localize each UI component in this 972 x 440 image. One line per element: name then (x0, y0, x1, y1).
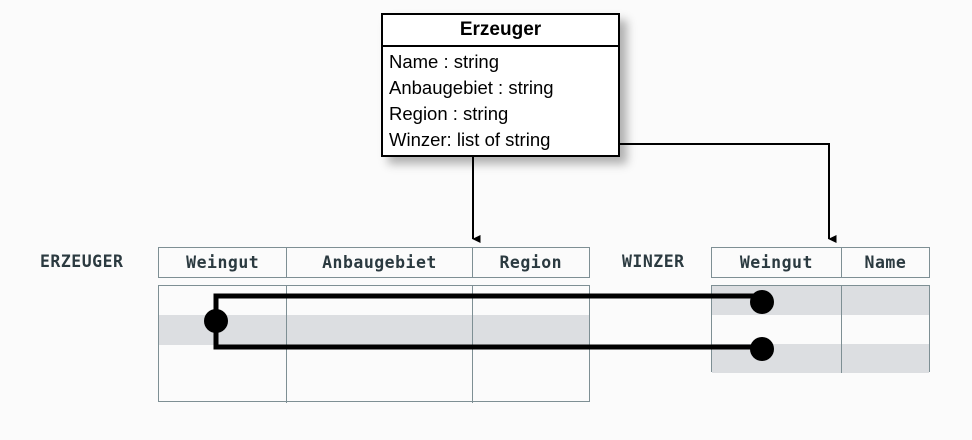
table-cell (159, 344, 288, 374)
table-cell (287, 315, 473, 345)
winzer-table-label: WINZER (622, 252, 685, 271)
uml-attribute: Region : string (389, 103, 509, 124)
erzeuger-table-label: ERZEUGER (40, 252, 124, 271)
erzeuger-table-body (158, 285, 590, 403)
uml-attribute: Name : string (389, 51, 500, 72)
table-cell (712, 344, 842, 373)
table-row (159, 315, 589, 345)
erzeuger-table-header: Weingut Anbaugebiet Region (158, 247, 590, 278)
column-header-anbaugebiet: Anbaugebiet (287, 248, 473, 277)
table-cell (842, 315, 929, 344)
column-header-weingut: Weingut (159, 248, 288, 277)
table-cell (473, 315, 589, 344)
winzer-table-header: Weingut Name (711, 247, 930, 278)
table-row (712, 315, 929, 344)
uml-class-box: Erzeuger Name : string Anbaugebiet : str… (381, 13, 620, 157)
table-cell (473, 286, 589, 315)
table-cell (473, 374, 589, 403)
table-cell (159, 286, 288, 316)
table-cell (712, 315, 842, 344)
uml-attribute: Winzer: list of string (389, 129, 551, 150)
table-row (159, 286, 589, 316)
column-header-region: Region (499, 253, 563, 272)
uml-attribute: Anbaugebiet : string (389, 77, 554, 98)
table-row (712, 344, 929, 373)
table-row (159, 344, 589, 374)
column-header-name: Name (864, 253, 907, 272)
table-cell (159, 315, 288, 345)
table-cell (842, 286, 929, 315)
table-row (159, 373, 589, 403)
winzer-table-body (711, 285, 930, 373)
table-cell (159, 373, 288, 403)
uml-class-name: Erzeuger (383, 15, 618, 47)
table-cell (287, 373, 473, 403)
table-cell (842, 344, 929, 373)
winzer-mapping-arrow (608, 143, 837, 244)
table-row (712, 286, 929, 315)
table-cell (287, 286, 473, 316)
table-cell (712, 286, 842, 315)
uml-attribute-compartment: Name : string Anbaugebiet : string Regio… (383, 47, 618, 153)
table-cell (287, 344, 473, 374)
column-header-weingut: Weingut (712, 248, 842, 277)
table-cell (473, 345, 589, 374)
